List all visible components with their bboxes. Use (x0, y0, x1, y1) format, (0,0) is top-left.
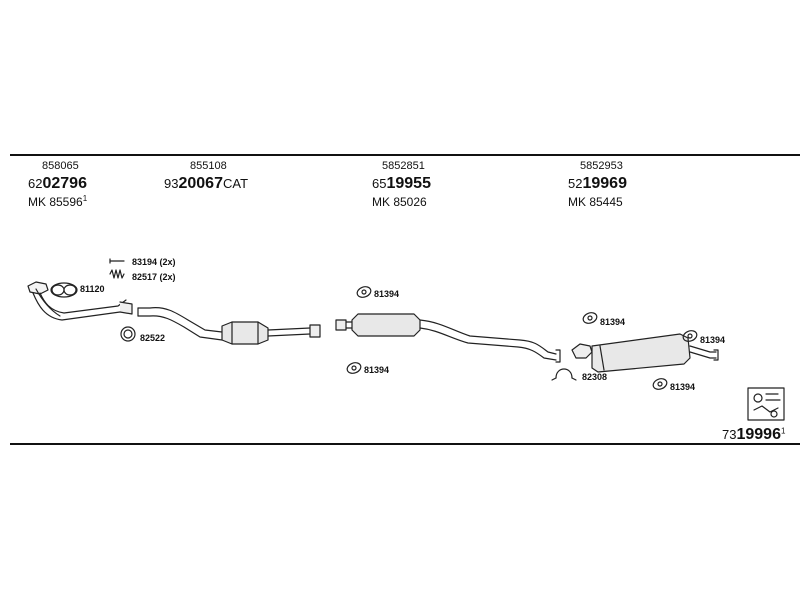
label-81120: 81120 (80, 284, 105, 294)
rear-silencer (571, 333, 719, 373)
label-81394-a: 81394 (374, 289, 400, 299)
hanger-81394-e (652, 378, 668, 390)
group4-number: 5219969 (568, 175, 627, 192)
bolt-83194 (109, 258, 125, 264)
group2-number: 9320067CAT (164, 175, 249, 192)
group3-mk: MK 85026 (372, 195, 427, 209)
front-pipe (27, 281, 133, 321)
group1-ref: 858065 (42, 160, 79, 172)
hanger-81394-c (582, 312, 598, 324)
group2-ref: 855108 (190, 160, 227, 172)
group3-number: 6519955 (372, 175, 431, 192)
group3-ref: 5852851 (382, 160, 425, 172)
label-81394-c: 81394 (600, 317, 626, 327)
label-83194: 83194 (2x) (132, 257, 176, 267)
bottom-rule (10, 443, 800, 445)
kit-number: 73199961 (722, 426, 786, 443)
label-81394-e: 81394 (670, 382, 696, 392)
ring-82522 (120, 326, 136, 342)
top-rule (10, 154, 800, 156)
hanger-81394-d (682, 330, 698, 342)
spring-82517 (109, 269, 125, 279)
catalytic-converter (137, 307, 321, 345)
hanger-81394-b (346, 362, 362, 374)
label-82517: 82517 (2x) (132, 272, 176, 282)
group1-number: 6202796 (28, 175, 87, 192)
label-81394-d: 81394 (700, 335, 726, 345)
kit-icon (747, 387, 785, 421)
hanger-81394-a (356, 286, 372, 298)
label-81394-b: 81394 (364, 365, 390, 375)
label-82308: 82308 (582, 372, 608, 382)
group4-mk: MK 85445 (568, 195, 623, 209)
center-silencer (335, 313, 561, 363)
label-82522: 82522 (140, 333, 166, 343)
group4-ref: 5852953 (580, 160, 623, 172)
clamp-82308 (551, 368, 577, 381)
group1-mk: MK 855961 (28, 194, 88, 209)
gasket-81120 (50, 282, 78, 298)
